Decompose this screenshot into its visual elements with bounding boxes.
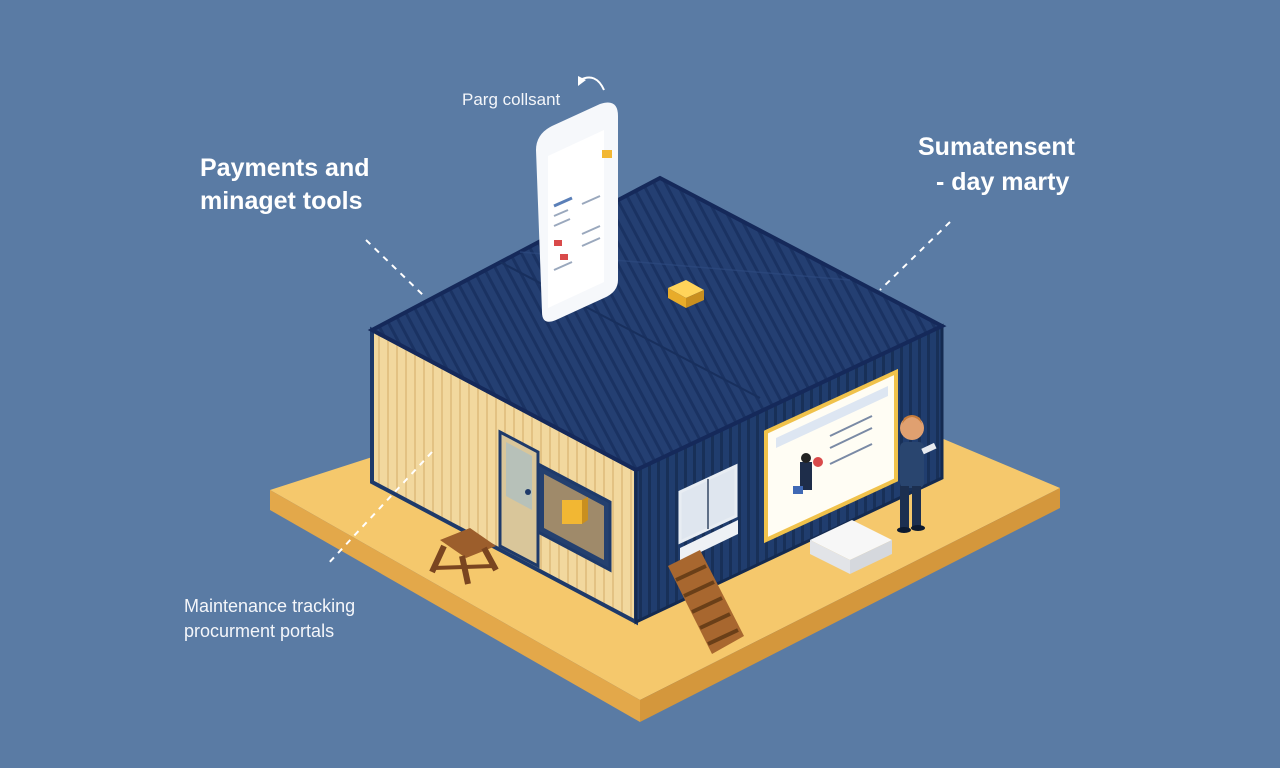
package-icon [562, 500, 582, 524]
summary-line-1: Sumatensent [918, 133, 1075, 161]
white-box [810, 520, 892, 574]
side-window [678, 463, 738, 562]
maintenance-line-2: procurment portals [184, 621, 335, 641]
connector-summary [879, 221, 951, 291]
phone-icon [536, 102, 618, 322]
summary-label: Sumatensent - day marty [918, 130, 1075, 200]
payments-line-1: Payments and [200, 154, 370, 182]
front-window [536, 461, 612, 573]
side-screen [764, 368, 898, 544]
phone-label: Parg collsant [462, 90, 560, 110]
connector-payments [365, 239, 425, 297]
maintenance-label: Maintenance tracking procurment portals [184, 594, 355, 644]
connector-maintenance [325, 451, 433, 567]
phone-label-text: Parg collsant [462, 90, 561, 109]
payments-tools-label: Payments and minaget tools [200, 152, 370, 218]
summary-line-2: - day marty [936, 168, 1070, 196]
maintenance-line-1: Maintenance tracking [184, 596, 356, 616]
roof-package-icon [668, 280, 704, 308]
container-door [498, 429, 540, 569]
payments-line-2: minaget tools [200, 187, 363, 215]
sawhorse-icon [429, 528, 499, 585]
person-icon [897, 415, 937, 533]
ladder-icon [668, 550, 744, 654]
